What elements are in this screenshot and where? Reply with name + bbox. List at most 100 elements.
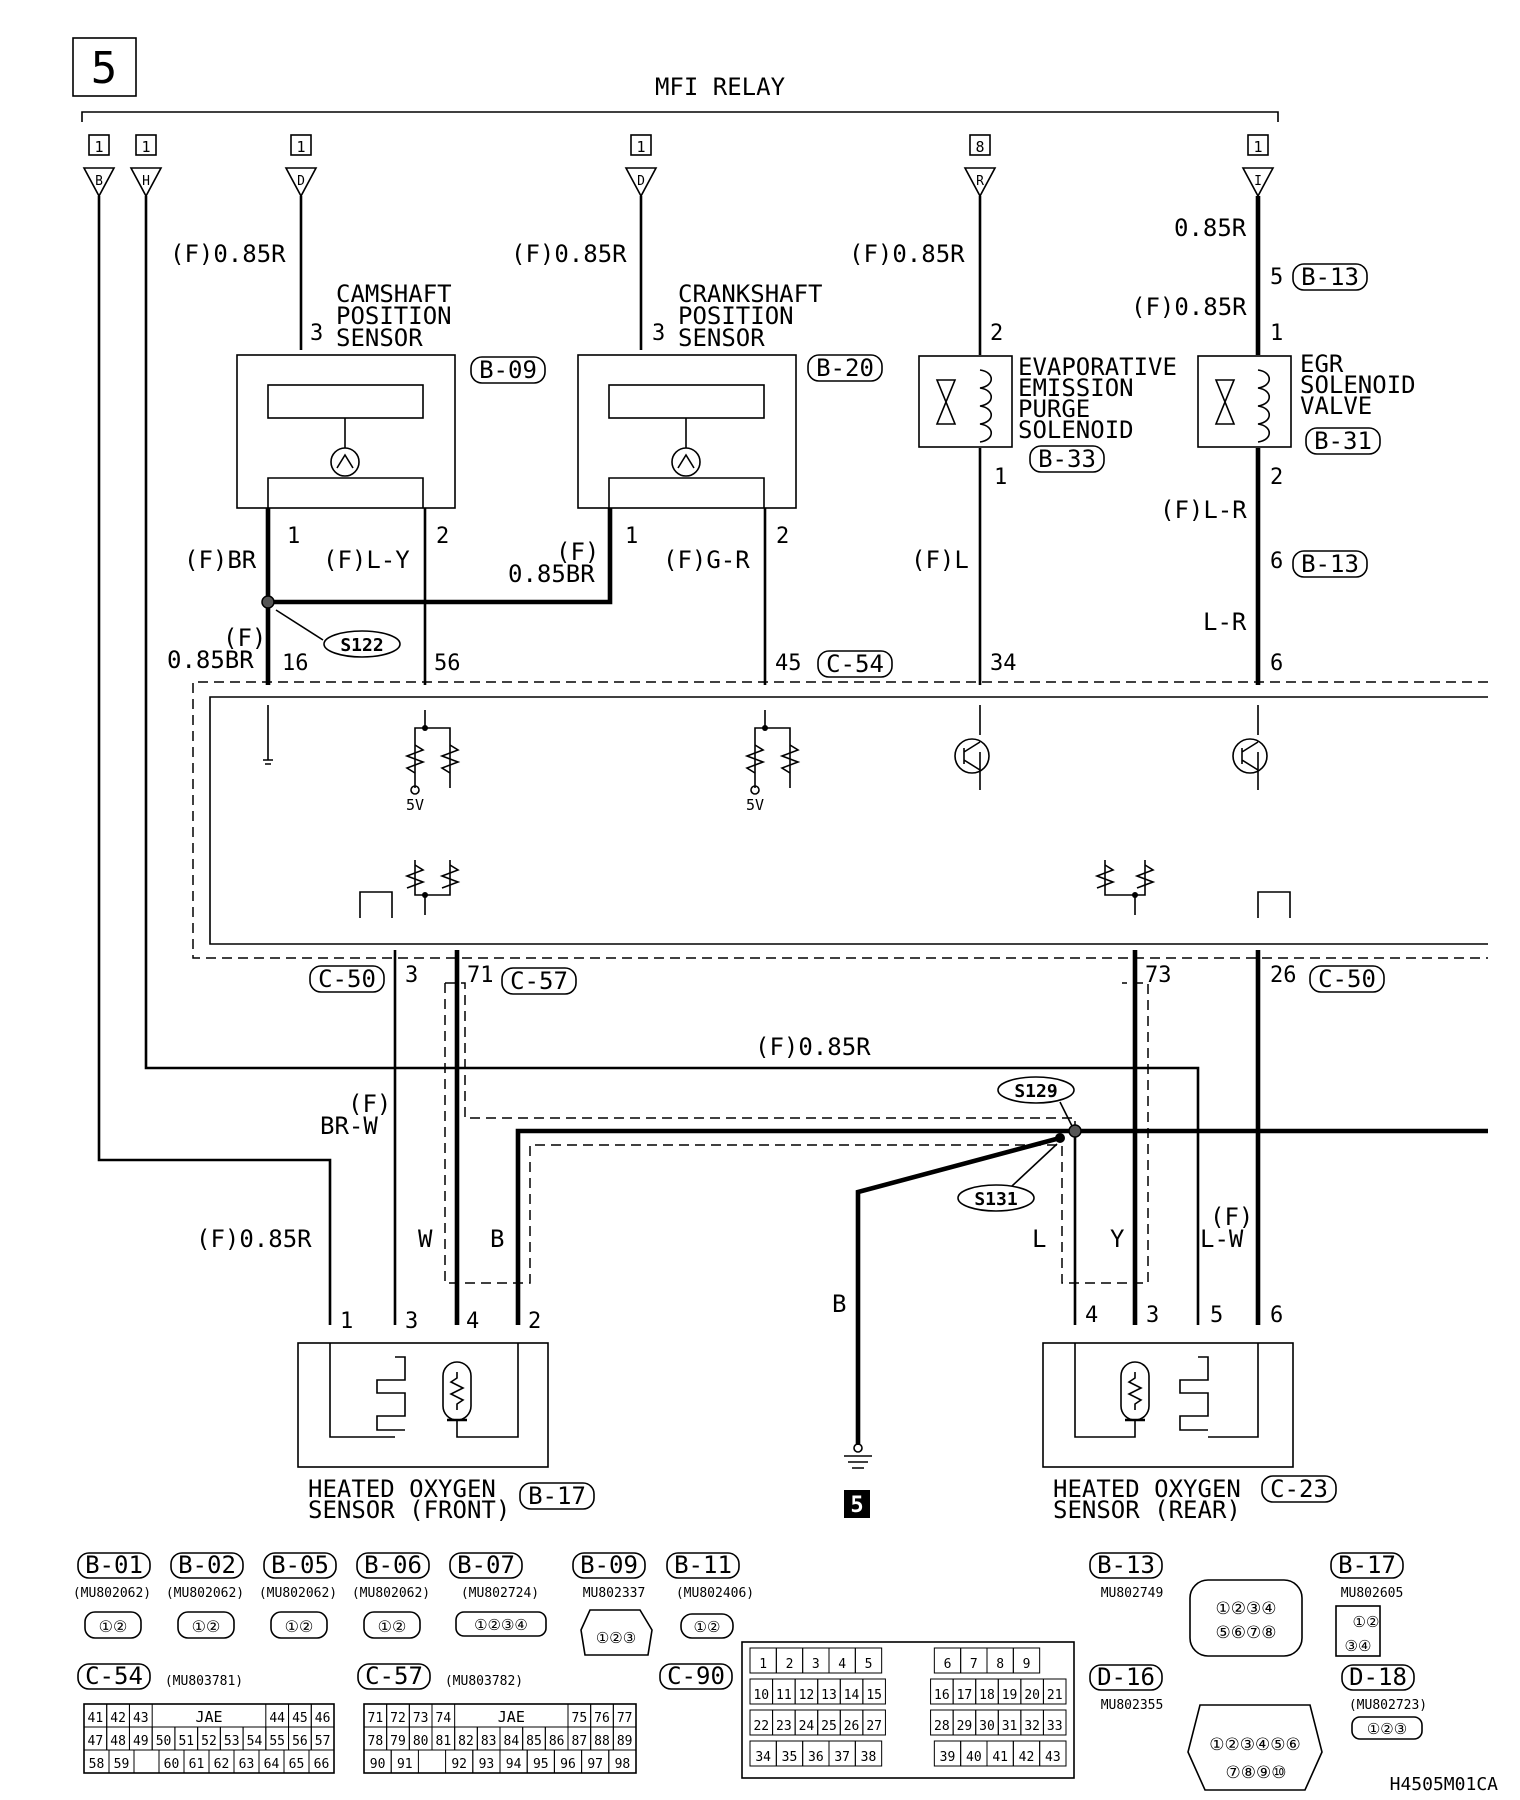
c90-grid-cell — [854, 1647, 883, 1674]
wire-label: (F)BR — [184, 546, 257, 574]
c90-grid-pin: 4 — [838, 1657, 846, 1672]
splice-label: S131 — [974, 1189, 1017, 1210]
c54-grid-pin: 59 — [114, 1757, 130, 1772]
c90-grid-pin: 42 — [1019, 1750, 1035, 1765]
c90-grid-pin: 29 — [957, 1719, 973, 1734]
c54-grid-pin: 43 — [133, 1711, 149, 1726]
splice-s131: S131 — [957, 1143, 1058, 1212]
connector-ref-b09: B-09 — [470, 356, 546, 384]
c57-grid-pin: 82 — [458, 1734, 474, 1749]
connector-part: (MU802406) — [676, 1586, 754, 1601]
ecm-pin: 3 — [405, 963, 418, 988]
wire-label: 0.85R — [1174, 214, 1247, 242]
pin-label: 3 — [652, 321, 665, 346]
ecm-pin: 34 — [990, 651, 1017, 676]
connector-ref-b33: B-33 — [1029, 445, 1105, 473]
c54-grid-pin: 61 — [189, 1757, 205, 1772]
c57-grid-pin: 97 — [587, 1757, 603, 1772]
c57-grid-pin: 95 — [533, 1757, 549, 1772]
c57-grid-pin: 89 — [617, 1734, 633, 1749]
c90-grid-pin: 16 — [934, 1688, 950, 1703]
c57-grid-pin: 88 — [594, 1734, 610, 1749]
legend-b09: B-09 MU802337 ①②③ — [572, 1551, 653, 1656]
c90-grid-pin: 6 — [944, 1657, 952, 1672]
wire-label: 0.85BR — [167, 646, 254, 674]
splice-s129: S129 — [997, 1076, 1075, 1127]
c57-grid-pin: 83 — [481, 1734, 497, 1749]
ecm-pin: 71 — [467, 963, 494, 988]
connector-part: (MU802062) — [73, 1586, 151, 1601]
wire-label: B — [490, 1225, 504, 1253]
c90-grid-cell — [1042, 1709, 1067, 1736]
c90-grid-pin: 20 — [1024, 1688, 1040, 1703]
c54-grid-pin: 65 — [289, 1757, 305, 1772]
wire-label: 0.85BR — [508, 560, 595, 588]
connector-pins: ①② — [378, 1617, 407, 1636]
c57-grid-pin: 93 — [479, 1757, 495, 1772]
connector-id: B-31 — [1314, 427, 1372, 455]
pin-label: 3 — [1146, 1303, 1159, 1328]
relay-terminal-num: 1 — [636, 138, 645, 156]
c90-grid-pin: 32 — [1024, 1719, 1040, 1734]
connector-part: (MU802062) — [166, 1586, 244, 1601]
camshaft-label: SENSOR — [336, 324, 423, 352]
relay-terminal-letter: D — [297, 174, 305, 189]
c90-grid-pin: 13 — [821, 1688, 837, 1703]
relay-bracket — [81, 111, 1279, 122]
wire-label: L-R — [1203, 608, 1247, 636]
wire-label: B — [832, 1290, 846, 1318]
pin-label: 1 — [994, 465, 1007, 490]
ecm-pin: 26 — [1270, 963, 1297, 988]
c57-grid-pin: 77 — [617, 1711, 633, 1726]
wire-relay-h-to-ho2-rear — [144, 196, 1200, 1325]
c57-grid-pin: 87 — [572, 1734, 588, 1749]
c54-grid-pin: 53 — [224, 1734, 240, 1749]
pin-label: 1 — [340, 1309, 353, 1334]
c54-grid-pin: 51 — [178, 1734, 194, 1749]
c57-grid-pin: 78 — [368, 1734, 384, 1749]
camshaft-position-sensor — [236, 354, 456, 509]
c57-grid-pin: 91 — [397, 1757, 413, 1772]
pin-label: 2 — [990, 321, 1003, 346]
c90-grid-pin: 28 — [934, 1719, 950, 1734]
crankshaft-position-sensor — [577, 354, 797, 509]
c54-grid-pin: 49 — [133, 1734, 149, 1749]
connector-pins: ⑦⑧⑨⑩ — [1226, 1763, 1287, 1783]
c90-grid-pin: 17 — [957, 1688, 973, 1703]
splice-label: S122 — [340, 635, 383, 656]
connector-part: (MU802724) — [461, 1586, 539, 1601]
c54-grid-pin: 64 — [264, 1757, 280, 1772]
connector-part: (MU803782) — [445, 1674, 523, 1689]
relay-terminal-letter: D — [637, 174, 645, 189]
connector-part: (MU802062) — [352, 1586, 430, 1601]
c57-grid-pin: 76 — [594, 1711, 610, 1726]
connector-pins: ①② — [192, 1617, 221, 1636]
relay-terminal-letter: B — [95, 174, 103, 189]
relay-terminal-num: 1 — [94, 138, 103, 156]
pin-label: 1 — [625, 524, 638, 549]
connector-ref-c57: C-57 — [501, 967, 577, 995]
page-number-box — [72, 37, 137, 97]
crankshaft-label: SENSOR — [678, 324, 765, 352]
splice-label: S129 — [1014, 1081, 1057, 1102]
wire-label: (F)G-R — [663, 546, 750, 574]
splice-dot — [261, 595, 275, 609]
c54-grid-pin: 52 — [201, 1734, 217, 1749]
connector-id: C-57 — [365, 1662, 423, 1690]
pin-label: 6 — [1270, 1303, 1283, 1328]
legend-b02: B-02 (MU802062) ①② — [166, 1551, 244, 1639]
connector-id: C-54 — [85, 1662, 143, 1690]
wire-crankshaft-ground — [268, 508, 613, 605]
c90-grid-cell — [862, 1678, 886, 1705]
wire-label: (F)L — [911, 546, 969, 574]
egr-solenoid-valve — [1197, 355, 1292, 448]
wire-label: (F)L-R — [1160, 496, 1247, 524]
c90-grid-pin: 35 — [782, 1750, 798, 1765]
connector-id: B-20 — [816, 354, 874, 382]
connector-part: (MU802723) — [1349, 1698, 1427, 1713]
pin-label: 2 — [1270, 465, 1283, 490]
legend-b06: B-06 (MU802062) ①② — [352, 1551, 430, 1639]
c90-grid-pin: 14 — [844, 1688, 860, 1703]
